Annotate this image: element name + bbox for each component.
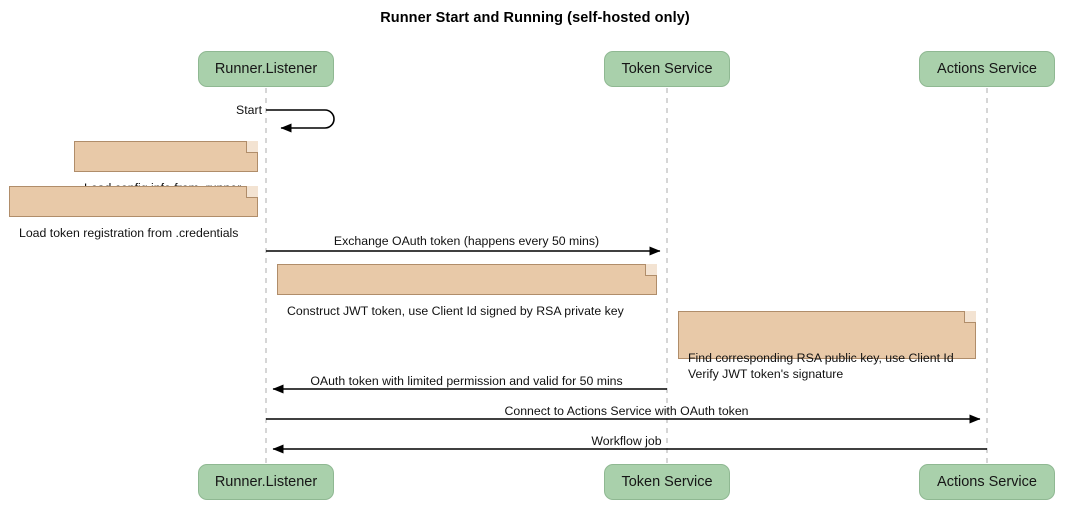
participant-header-runner[interactable]: Runner.Listener: [198, 51, 334, 87]
page-title: Runner Start and Running (self-hosted on…: [380, 10, 690, 26]
note-fold-icon: [246, 141, 258, 153]
participant-label: Token Service: [621, 61, 713, 77]
note-text: Construct JWT token, use Client Id signe…: [287, 304, 624, 318]
note-text: Find corresponding RSA public key, use C…: [688, 351, 954, 381]
participant-label: Actions Service: [937, 474, 1037, 490]
participant-label: Token Service: [621, 474, 713, 490]
note-load-config: Load config info from .runner: [74, 141, 258, 195]
message-label-connect-to-actions-service: Connect to Actions Service with OAuth to…: [504, 404, 749, 418]
participant-footer-actions[interactable]: Actions Service: [919, 464, 1055, 500]
note-construct-jwt-token: Construct JWT token, use Client Id signe…: [277, 264, 657, 318]
note-fold-icon: [246, 186, 258, 198]
participant-header-actions[interactable]: Actions Service: [919, 51, 1055, 87]
participant-label: Runner.Listener: [214, 61, 318, 77]
participant-label: Runner.Listener: [214, 474, 318, 490]
message-label-oauth-token-response: OAuth token with limited permission and …: [310, 374, 623, 388]
message-arrow-start-self-loop: [266, 109, 335, 133]
participant-footer-token[interactable]: Token Service: [604, 464, 730, 500]
message-label-workflow-job: Workflow job: [591, 434, 662, 448]
message-label-start: Start: [236, 103, 262, 117]
message-label-exchange-oauth-token: Exchange OAuth token (happens every 50 m…: [333, 234, 600, 248]
note-text: Load token registration from .credential…: [19, 226, 239, 240]
note-fold-icon: [964, 311, 976, 323]
note-verify-jwt-signature: Find corresponding RSA public key, use C…: [678, 311, 976, 381]
note-load-token-registration: Load token registration from .credential…: [9, 186, 258, 240]
participant-header-token[interactable]: Token Service: [604, 51, 730, 87]
participant-label: Actions Service: [937, 61, 1037, 77]
note-fold-icon: [645, 264, 657, 276]
participant-footer-runner[interactable]: Runner.Listener: [198, 464, 334, 500]
lifelines: [265, 88, 988, 465]
